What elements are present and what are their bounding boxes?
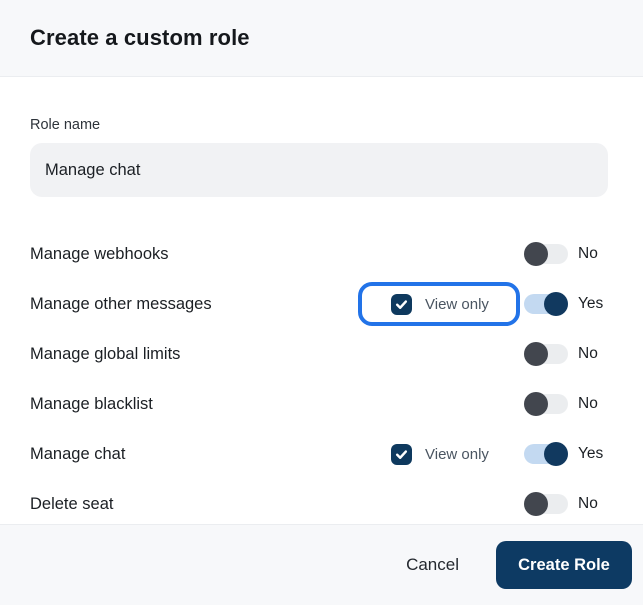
permission-row-delete-seat: Delete seat No	[30, 479, 608, 524]
permissions-list: Manage webhooks No Manage other messages…	[30, 229, 608, 524]
toggle-knob	[544, 292, 568, 316]
dialog-body: Role name Manage webhooks No Manage othe…	[0, 77, 643, 524]
role-name-input[interactable]	[30, 143, 608, 197]
toggle-state-label: No	[578, 495, 598, 512]
permission-row-manage-blacklist: Manage blacklist No	[30, 379, 608, 429]
toggle-knob	[524, 342, 548, 366]
view-only-group: View only	[358, 432, 520, 476]
toggle-state-label: No	[578, 245, 598, 262]
manage-blacklist-toggle[interactable]	[524, 392, 568, 416]
permission-label: Manage other messages	[30, 294, 212, 313]
create-role-button[interactable]: Create Role	[496, 541, 632, 589]
checkmark-icon	[395, 299, 408, 309]
permission-row-manage-webhooks: Manage webhooks No	[30, 229, 608, 279]
delete-seat-toggle[interactable]	[524, 492, 568, 516]
view-only-checkbox[interactable]	[391, 293, 412, 315]
checkmark-icon	[395, 449, 408, 459]
manage-other-messages-toggle[interactable]	[524, 292, 568, 316]
manage-chat-toggle[interactable]	[524, 442, 568, 466]
permission-row-manage-chat: Manage chat View only Yes	[30, 429, 608, 479]
dialog-footer: Cancel Create Role	[0, 524, 643, 605]
permission-label: Manage blacklist	[30, 394, 153, 413]
manage-global-limits-toggle[interactable]	[524, 342, 568, 366]
dialog-header: Create a custom role	[0, 0, 643, 77]
toggle-state-label: No	[578, 345, 598, 362]
permission-label: Delete seat	[30, 494, 114, 513]
toggle-knob	[524, 392, 548, 416]
manage-webhooks-toggle[interactable]	[524, 242, 568, 266]
permission-label: Manage global limits	[30, 344, 181, 363]
page-title: Create a custom role	[30, 25, 250, 50]
toggle-state-label: Yes	[578, 295, 604, 312]
cancel-button[interactable]: Cancel	[402, 547, 463, 583]
permission-label: Manage chat	[30, 444, 126, 463]
permission-label: Manage webhooks	[30, 244, 169, 263]
role-name-label: Role name	[30, 117, 101, 133]
view-only-group-highlighted: View only	[358, 282, 520, 326]
view-only-label: View only	[425, 445, 489, 463]
permission-row-manage-other-messages: Manage other messages View only Yes	[30, 279, 608, 329]
toggle-knob	[544, 442, 568, 466]
toggle-knob	[524, 242, 548, 266]
view-only-checkbox[interactable]	[391, 443, 412, 465]
toggle-state-label: Yes	[578, 445, 604, 462]
permission-row-manage-global-limits: Manage global limits No	[30, 329, 608, 379]
view-only-label: View only	[425, 295, 489, 313]
toggle-knob	[524, 492, 548, 516]
toggle-state-label: No	[578, 395, 598, 412]
